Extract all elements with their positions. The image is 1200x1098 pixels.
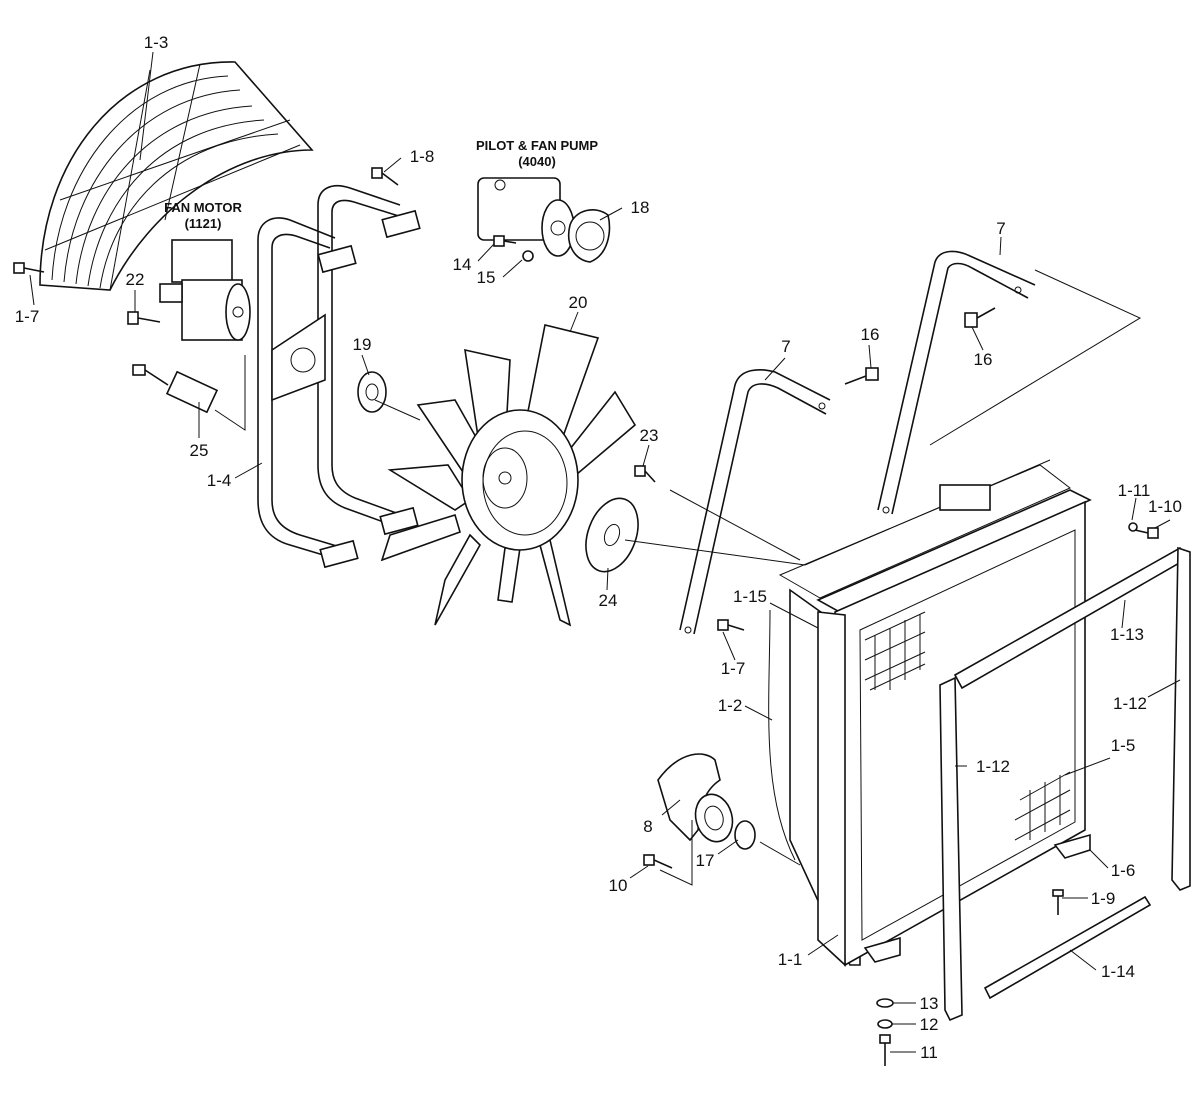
washer-13 — [876, 998, 894, 1008]
mesh-1-5 — [864, 611, 1071, 841]
label-1-13: 1-13 — [1110, 625, 1144, 644]
pump-code: (4040) — [518, 154, 556, 169]
washer-12 — [877, 1019, 893, 1029]
label-8: 8 — [643, 817, 652, 836]
fan-motor — [159, 239, 251, 341]
nut-1-11 — [1128, 522, 1138, 532]
label-16-left: 16 — [861, 325, 880, 344]
bolt-16-right — [964, 307, 996, 328]
bolt-1-7-top — [13, 262, 45, 274]
label-16-right: 16 — [974, 350, 993, 369]
bolt-1-10 — [1134, 527, 1159, 539]
label-1-7-mid: 1-7 — [721, 659, 746, 678]
label-13: 13 — [920, 994, 939, 1013]
fan-20 — [380, 324, 637, 627]
motor-code: (1121) — [185, 216, 222, 231]
label-1-6: 1-6 — [1111, 861, 1136, 880]
bolt-23 — [634, 465, 656, 483]
label-10-bottom: 10 — [609, 876, 628, 895]
pilot-fan-pump — [477, 177, 575, 257]
bolt-11 — [879, 1034, 891, 1066]
label-1-11: 1-11 — [1118, 481, 1151, 500]
bolt-14 — [493, 235, 517, 247]
gasket-18 — [568, 209, 611, 263]
bracket-bottom — [863, 936, 901, 963]
cover-1-12-right — [1171, 546, 1191, 891]
bolt-1-7-mid — [717, 619, 745, 631]
label-24: 24 — [599, 591, 618, 610]
motor-title: FAN MOTOR — [164, 200, 242, 215]
label-1-12-right: 1-12 — [1113, 694, 1147, 713]
oring-17 — [734, 820, 756, 850]
label-23: 23 — [640, 426, 659, 445]
washer-15 — [522, 250, 534, 262]
label-1-5: 1-5 — [1111, 736, 1136, 755]
stay-7-left — [679, 369, 831, 635]
label-20: 20 — [569, 293, 588, 312]
label-7-right: 7 — [996, 219, 1005, 238]
label-22: 22 — [126, 270, 145, 289]
bolt-1-8 — [371, 167, 399, 186]
pipe-8 — [657, 753, 734, 843]
label-1-10: 1-10 — [1148, 497, 1182, 516]
label-1-3: 1-3 — [144, 33, 169, 52]
fan-guard-1-3 — [39, 61, 314, 291]
label-1-9: 1-9 — [1091, 889, 1116, 908]
label-25: 25 — [190, 441, 209, 460]
shroud-1-2 — [768, 609, 796, 861]
label-1-2: 1-2 — [718, 696, 743, 715]
sensor-25 — [132, 364, 219, 414]
label-1-8: 1-8 — [410, 147, 435, 166]
label-1-14: 1-14 — [1101, 962, 1135, 981]
bolt-22 — [127, 311, 161, 325]
label-14: 14 — [453, 255, 472, 274]
label-1-15: 1-15 — [733, 587, 767, 606]
radiator-1-1 — [778, 459, 1092, 967]
flange-24 — [585, 497, 639, 573]
label-1-12-left: 1-12 — [976, 757, 1010, 776]
label-1-1: 1-1 — [778, 950, 803, 969]
cover-1-12-left — [939, 676, 963, 1022]
label-19: 19 — [353, 335, 372, 354]
label-1-4: 1-4 — [207, 471, 232, 490]
label-17: 17 — [696, 851, 715, 870]
bracket-1-4 — [257, 184, 421, 569]
label-18: 18 — [631, 198, 650, 217]
bolt-10 — [643, 854, 673, 869]
pump-title: PILOT & FAN PUMP — [476, 138, 598, 153]
label-11: 11 — [920, 1043, 938, 1062]
bolt-16-left — [844, 367, 879, 385]
label-7-left: 7 — [781, 337, 790, 356]
label-1-7-top: 1-7 — [15, 307, 40, 326]
bar-1-14 — [983, 895, 1152, 1000]
label-15: 15 — [477, 268, 496, 287]
spacer-19 — [357, 371, 387, 413]
bolt-1-9 — [1052, 889, 1064, 915]
label-12: 12 — [920, 1015, 939, 1034]
leader-lines — [29, 51, 1181, 1053]
stay-7-right — [877, 250, 1036, 515]
